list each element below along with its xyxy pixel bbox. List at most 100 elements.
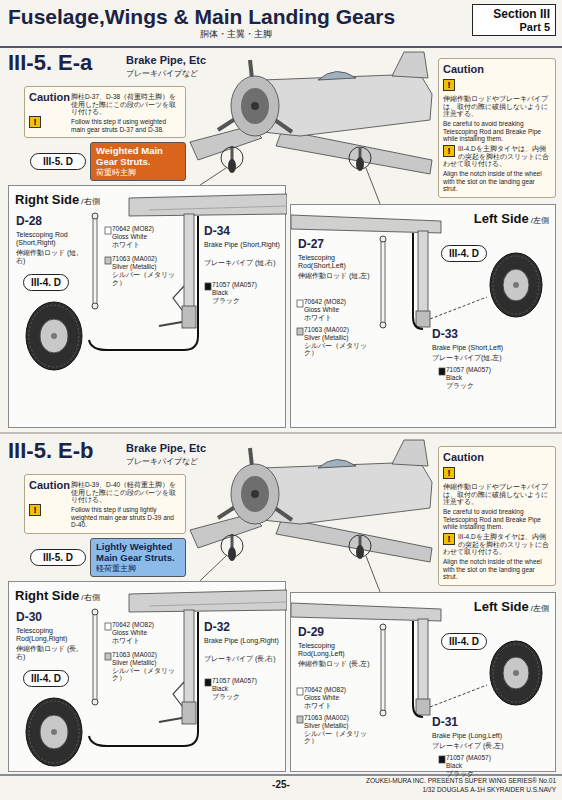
spinner [251, 490, 259, 498]
part-description: Telescoping Rod(Short,Left) [298, 254, 374, 270]
paint-code: ブラック [212, 297, 282, 304]
part-description: ブレーキパイプ(短,左) [432, 354, 550, 362]
paint-code: Black [446, 374, 536, 381]
paint-icon [105, 227, 111, 234]
wheel-hub [40, 319, 68, 353]
part-number: D-28 [16, 215, 76, 229]
part-number-tab: Part 5 [478, 21, 550, 33]
rod-end [380, 624, 386, 630]
brake-pipe [89, 216, 198, 350]
panel-heading: Right Side [15, 192, 79, 207]
panel-heading: Left Side [474, 599, 529, 614]
rod-end [380, 710, 386, 716]
paint-code: 70642 (MO82) [112, 621, 182, 628]
caution-text: Be careful to avoid breaking Telescoping… [443, 120, 551, 143]
caution-text: Align the notch inside of the wheel with… [443, 170, 551, 193]
tire [26, 698, 82, 766]
panel-heading-jp: /左側 [531, 215, 549, 226]
section-rule [0, 433, 562, 434]
caution-icon: ! [443, 79, 455, 91]
zoom-line [200, 168, 226, 185]
caution-heading: Caution [443, 451, 547, 463]
cowling-inner [241, 476, 269, 512]
step-ref: III-5. D [35, 552, 81, 563]
telescoping-rod [93, 612, 97, 702]
panel-line [149, 206, 287, 210]
paint-code: ホワイト [112, 241, 182, 248]
part-description: ブレーキパイプ (長,左) [432, 742, 550, 750]
paint-code: Silver (Metallic) [304, 334, 376, 341]
zoom-circle [221, 147, 243, 169]
paint-code: 71057 (MA057) [212, 677, 282, 684]
paint-code: 71057 (MA057) [446, 754, 536, 761]
detail-illustration [291, 593, 557, 773]
caution-text: 脚柱D-37、D-38（荷重時主脚）を使用した際にこの段のパーツを取り付ける。 [71, 93, 181, 116]
detail-group [291, 603, 542, 763]
step-number: III-5. E-b [8, 438, 124, 463]
paint-code: Black [212, 289, 282, 296]
part-number: D-33 [432, 328, 492, 342]
caution-icon: ! [29, 504, 41, 516]
wing [291, 603, 441, 621]
wheel-ref-box: III-4. D [441, 245, 487, 262]
panel-line [149, 602, 287, 606]
paint-code: 71063 (MA002) [304, 326, 376, 333]
paint-code: Silver (Metallic) [112, 263, 184, 270]
gear-strut [184, 610, 194, 706]
brake-pipe [413, 621, 423, 717]
footer-text: ZOUKEI-MURA INC. PRESENTS SUPER WING SER… [262, 777, 556, 784]
paint-code: ホワイト [304, 314, 374, 321]
panel-heading-jp: /右側 [81, 592, 99, 603]
part-description: ブレーキパイプ (長,右) [204, 655, 282, 663]
zoom-circle [349, 147, 371, 169]
wing [276, 130, 432, 174]
step-ref: III-4. D [28, 673, 64, 684]
panel-heading-jp: /右側 [81, 196, 99, 207]
cowling-inner [241, 88, 269, 124]
caution-text: III-4.Dを主脚タイヤは、内側の突起を脚柱のスリットに合わせて取り付ける。 [443, 533, 551, 556]
telescoping-rod [381, 239, 385, 325]
gear-strut [184, 214, 194, 310]
caution-heading: Caution [29, 91, 67, 116]
paint-code: 70642 (MO82) [304, 298, 374, 305]
paint-icon [105, 653, 111, 660]
caution-text: Align the notch inside of the wheel with… [443, 558, 551, 581]
brake-pipe [89, 612, 198, 746]
paint-code: ブラック [212, 693, 282, 700]
strut-fork [416, 311, 430, 327]
axle [159, 718, 182, 722]
part-description: Brake Pipe (Short,Right) [204, 241, 282, 249]
step-title: Brake Pipe, Etc [126, 54, 226, 67]
caution-box: Caution!伸縮作動ロッドやブレーキパイプは、取付の際に破損しないように注意… [438, 446, 556, 586]
paint-code: ホワイト [304, 702, 374, 709]
tire-tread [493, 644, 539, 702]
part-description: 伸縮作動ロッド (長,右) [16, 645, 86, 661]
caution-heading: Caution [29, 479, 67, 504]
step-title: Brake Pipe, Etc [126, 442, 226, 455]
caution-heading: Caution [443, 63, 547, 75]
caution-text: 伸縮作動ロッドやブレーキパイプは、取付の際に破損しないように注意する。 [443, 95, 551, 118]
wheel-hub [503, 657, 529, 689]
paint-code: 71057 (MA057) [446, 366, 536, 373]
title-jp: 胴体・主翼・主脚 [200, 29, 330, 39]
zoom-circle [221, 535, 243, 557]
tire-tread [29, 305, 79, 367]
caution-text: 脚柱D-39、D-40（軽荷重主脚）を使用した際にこの段のパーツを取り付ける。 [71, 481, 181, 504]
gear-wheel [228, 547, 236, 561]
rod-end [92, 303, 98, 309]
paint-code: シルバー（メタリック） [304, 342, 376, 357]
paint-code: 71063 (MA002) [112, 651, 184, 658]
strut-type-box: Lightly Weighted Main Gear Struts.軽荷重主脚 [90, 538, 186, 577]
axle-hole [51, 729, 57, 735]
caution-text: Be careful to avoid breaking Telescoping… [443, 508, 551, 531]
wing [291, 215, 441, 233]
wheel-ref-box: III-4. D [441, 633, 487, 650]
torque-link [173, 682, 184, 706]
part-number: D-29 [298, 626, 358, 640]
paint-code: 71063 (MA002) [304, 714, 376, 721]
part-description: 伸縮作動ロッド (長,左) [298, 660, 374, 668]
page-title: Fuselage,Wings & Main Landing Gears [8, 5, 395, 29]
gear-wheel [228, 159, 236, 173]
zoom-line [366, 168, 380, 204]
step-ref: III-5. D [35, 156, 81, 167]
